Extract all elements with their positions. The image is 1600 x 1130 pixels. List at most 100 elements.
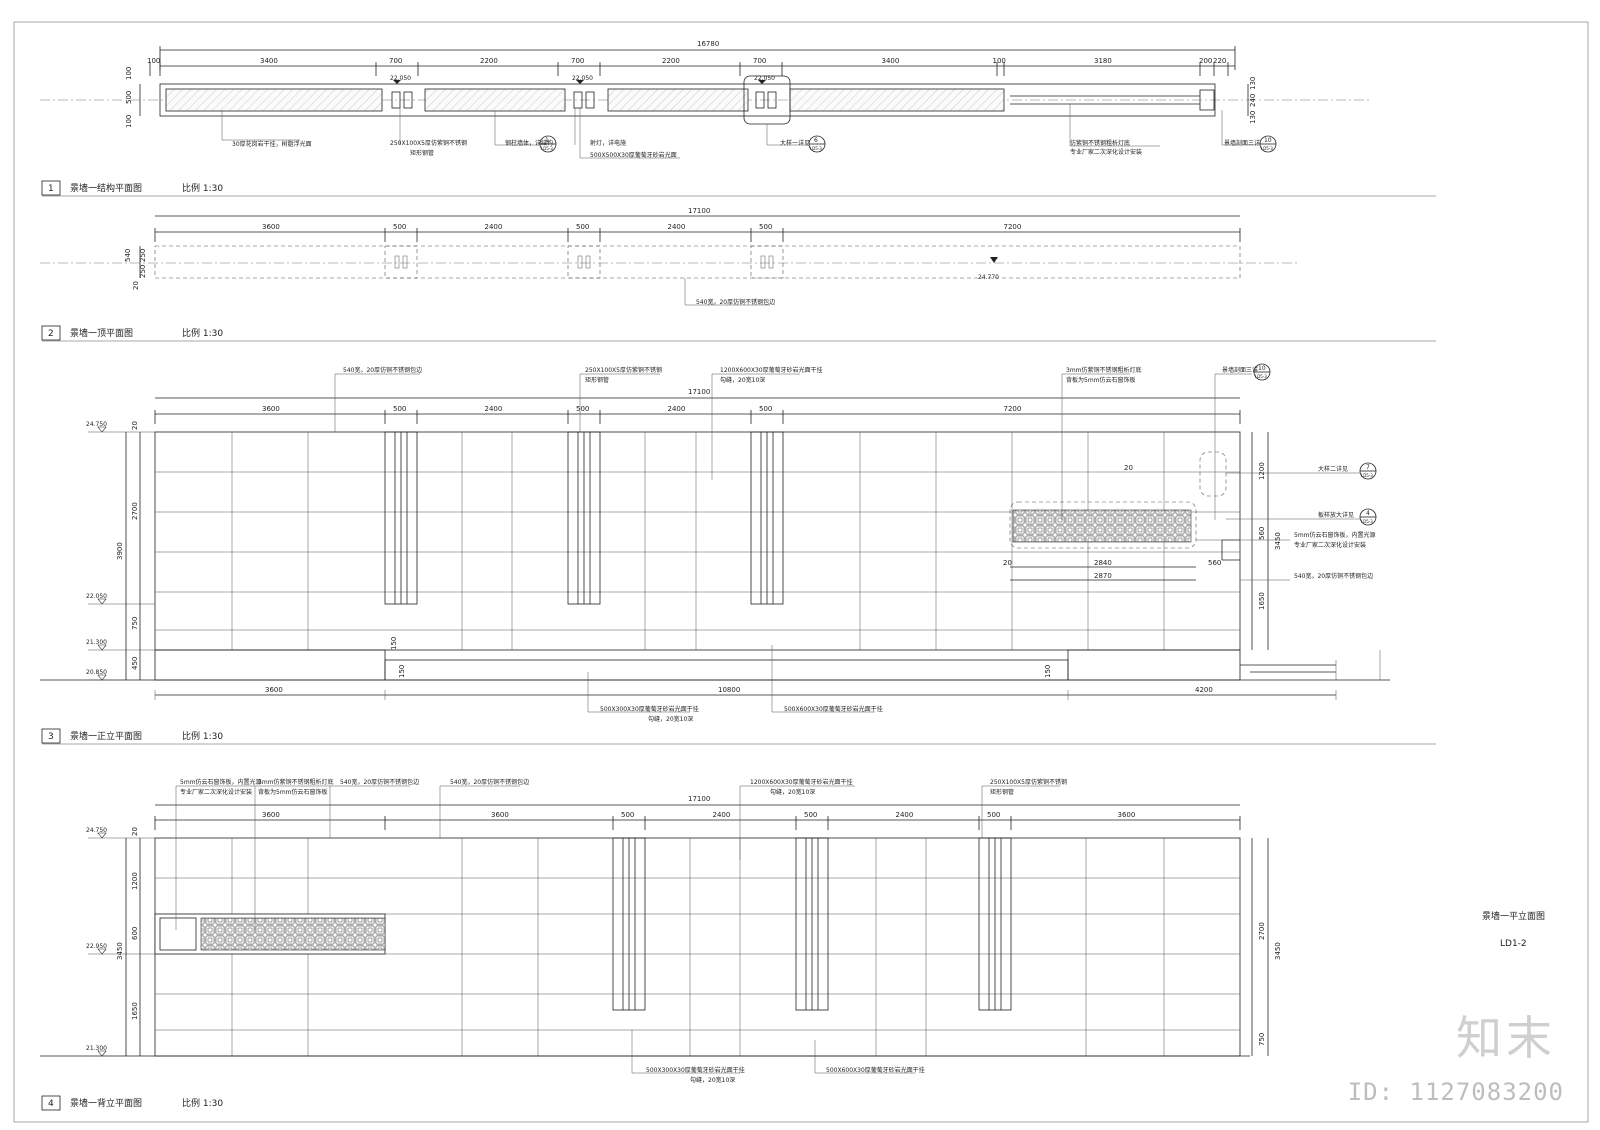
v2-number: 2 (48, 329, 54, 339)
v3-note: 540宽，20厚仿铜不锈钢包边 (343, 366, 422, 374)
v3-right-dim: 1200 (1258, 462, 1266, 480)
v3-left-dim: 450 (131, 657, 139, 670)
v1-note: 仿紫铜不锈钢粗析灯底 (1070, 139, 1130, 147)
ref-bubble-sheet: LD5-3 (541, 146, 553, 151)
v3-note: 1200X600X30厚葡萄牙砂岩光面干挂 (720, 366, 823, 374)
v4-scale: 比例 1:30 (182, 1097, 223, 1109)
v4-right-dim: 750 (1258, 1033, 1266, 1046)
v4-level: 21.300 (86, 1045, 107, 1052)
v2-scale: 比例 1:30 (182, 327, 223, 339)
v1-segment-dim: 220 (1213, 57, 1226, 65)
v3-small-dim: 150 (1044, 665, 1052, 678)
v3-segment-dim: 500 (393, 405, 406, 413)
v4-segment-dim: 3600 (262, 811, 280, 819)
v2-title: 景墙一顶平面图 (70, 327, 133, 339)
v1-side-dim: 100 (125, 115, 133, 128)
v1-segment-dim: 2200 (480, 57, 498, 65)
ref-bubble-number: 4 (1366, 510, 1370, 517)
v3-small-dim: 150 (398, 665, 406, 678)
ref-bubble-sheet: LD5-3 (1361, 473, 1373, 478)
v3-note: 勾缝，20宽10深 (648, 715, 693, 723)
sheet-caption-title: 景墙一平立面图 (1482, 910, 1545, 922)
v3-left-dim: 2700 (131, 502, 139, 520)
v4-left-dim: 3450 (116, 942, 124, 960)
v4-note: 540宽，20厚仿铜不锈钢包边 (450, 778, 529, 786)
v4-left-dim: 600 (131, 927, 139, 940)
v3-small-dim: 2870 (1094, 572, 1112, 580)
v1-segment-dim: 2200 (662, 57, 680, 65)
ref-bubble-number: 10 (1258, 365, 1266, 372)
v2-side-dim: 20 (132, 281, 140, 290)
v4-title: 景墙一背立平面图 (70, 1097, 142, 1109)
v3-segment-dim: 500 (576, 405, 589, 413)
v2-segment-dim: 500 (393, 223, 406, 231)
v4-note: 500X600X30厚葡萄牙砂岩光面干挂 (826, 1066, 925, 1074)
v4-level: 24.750 (86, 827, 107, 834)
v1-side-dim: 100 (125, 67, 133, 80)
v2-segment-dim: 7200 (1004, 223, 1022, 231)
v2-segment-dim: 2400 (485, 223, 503, 231)
v3-bottom-dim: 3600 (265, 686, 283, 694)
v3-level: 24.770 (978, 274, 999, 281)
v1-segment-dim: 3400 (882, 57, 900, 65)
v4-segment-dim: 3600 (1118, 811, 1136, 819)
v3-note: 专业厂家二次深化设计安装 (1294, 541, 1366, 549)
ref-bubble-sheet: LD5-3 (1361, 519, 1373, 524)
v4-note: 1200X600X30厚葡萄牙砂岩光面干挂 (750, 778, 853, 786)
v3-number: 3 (48, 732, 54, 742)
v2-segment-dim: 500 (576, 223, 589, 231)
v3-left-dim: 20 (131, 421, 139, 430)
v4-segment-dim: 2400 (713, 811, 731, 819)
v4-note: 540宽，20厚仿铜不锈钢包边 (340, 778, 419, 786)
v3-right-dim: 3450 (1274, 532, 1282, 550)
v4-note: 3mm仿紫铜不锈钢粗析灯底 (258, 778, 334, 786)
watermark-logo: 知末 (1456, 1011, 1556, 1065)
v4-right-dim: 2700 (1258, 922, 1266, 940)
v3-small-dim: 2840 (1094, 559, 1112, 567)
v1-level: 22.050 (572, 75, 593, 82)
v3-left-dim: 3900 (116, 542, 124, 560)
v4-note: 矩形钢管 (990, 788, 1014, 796)
v1-segment-dim: 700 (753, 57, 766, 65)
v1-note: 30厚花岗岩干挂，树脂浮光面 (232, 140, 312, 148)
v3-title: 景墙一正立平面图 (70, 730, 142, 742)
v1-right-dim: 130 (1249, 77, 1257, 90)
ref-bubble-sheet: LD5-3 (1255, 374, 1267, 379)
v3-note: 背板为5mm仿云石窗饰板 (1066, 376, 1136, 384)
v4-note: 250X100X5厚仿紫铜不锈钢 (990, 778, 1067, 786)
v4-left-dim: 1200 (131, 872, 139, 890)
v3-level: 20.850 (86, 669, 107, 676)
v3-note: 250X100X5厚仿紫铜不锈钢 (585, 366, 662, 374)
ref-bubble-number: 1 (545, 137, 549, 144)
v1-segment-dim: 3180 (1094, 57, 1112, 65)
v1-note: 钢柱墙体，详结构 (505, 139, 553, 147)
v2-segment-dim: 500 (759, 223, 772, 231)
v3-overall-dim: 17100 (688, 388, 710, 396)
v2-segment-dim: 2400 (668, 223, 686, 231)
sheet-caption-code: LD1-2 (1500, 939, 1527, 949)
v3-scale: 比例 1:30 (182, 730, 223, 742)
v1-segment-dim: 100 (147, 57, 160, 65)
v3-segment-dim: 3600 (262, 405, 280, 413)
v4-segment-dim: 3600 (491, 811, 509, 819)
ref-bubble-number: 7 (1366, 464, 1370, 471)
v1-overall-dim: 16780 (697, 40, 719, 48)
v1-note: 景墙剖面三详 (1224, 139, 1260, 147)
v3-segment-dim: 500 (759, 405, 772, 413)
v3-right-dim: 1650 (1258, 592, 1266, 610)
v2-side-dim: 250 (139, 265, 147, 278)
v3-level: 24.750 (86, 421, 107, 428)
v1-segment-dim: 200 (1199, 57, 1212, 65)
v4-left-dim: 1650 (131, 1002, 139, 1020)
v1-segment-dim: 3400 (260, 57, 278, 65)
ref-bubble-number: 10 (1264, 137, 1272, 144)
v3-note: 大样二详见 (1318, 465, 1348, 473)
v1-note: 500X500X30厚葡萄牙砂岩光面 (590, 151, 677, 159)
v1-level: 22.050 (754, 75, 775, 82)
v3-note: 景墙剖面三详 (1222, 366, 1258, 374)
watermark-id: ID: 1127083200 (1347, 1078, 1564, 1106)
v2-note: 540宽，20厚仿铜不锈钢包边 (696, 298, 775, 306)
